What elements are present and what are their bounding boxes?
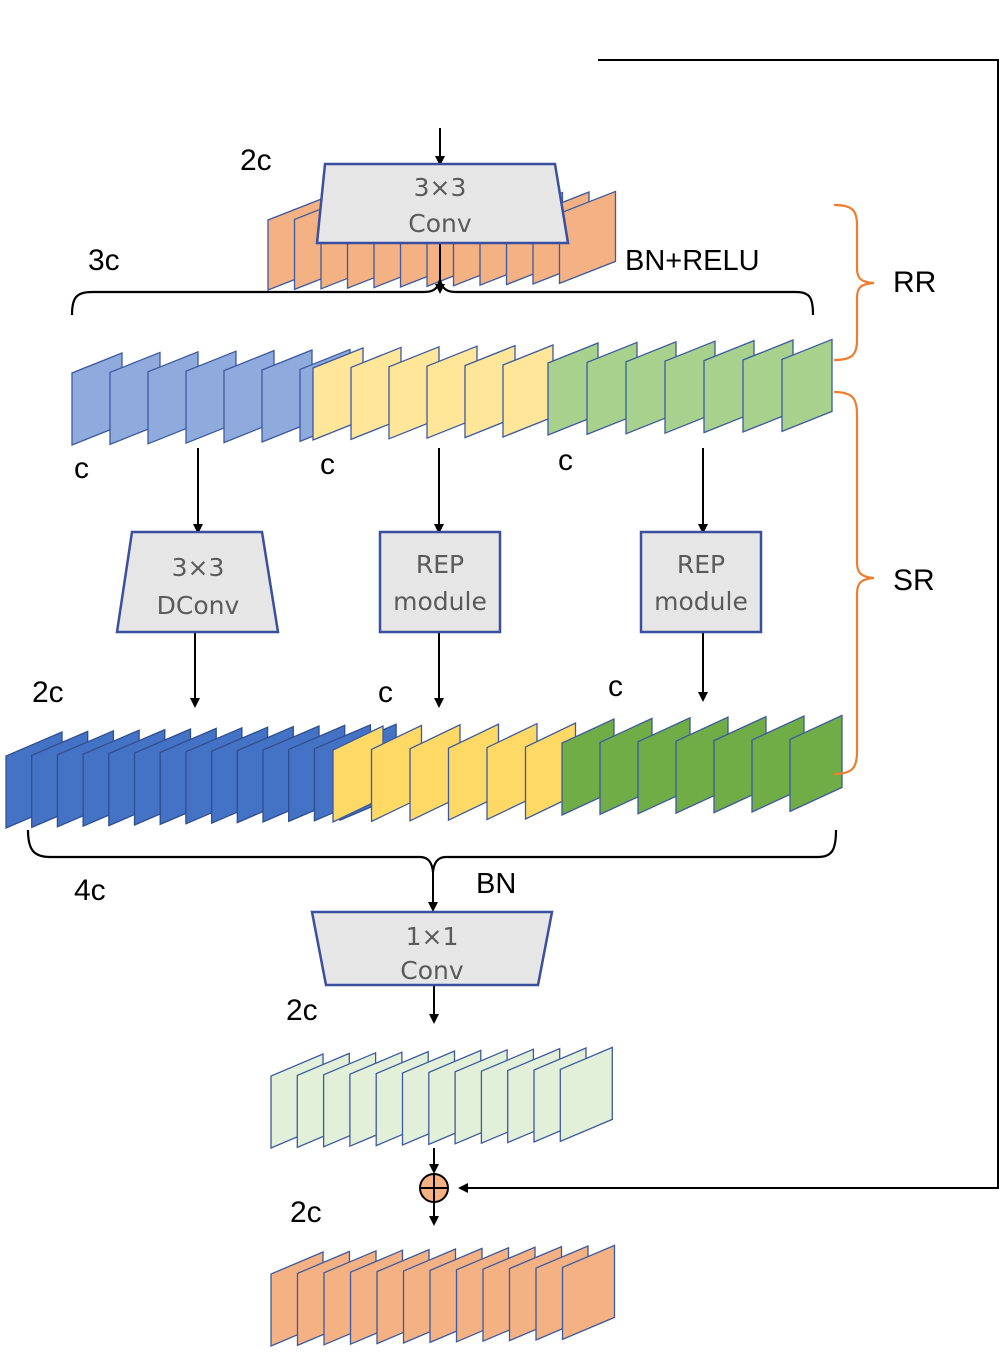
input-channels-label: 2c [240, 144, 272, 177]
conv3x3-block: 3×3 Conv [315, 162, 570, 245]
feature-map-sheet [486, 722, 538, 821]
bn-label: BN [476, 868, 516, 900]
rep-module-1: REP module [378, 530, 502, 634]
feature-map-sheet [561, 1244, 616, 1341]
split-yellow-maps [312, 344, 554, 441]
conv1x1-trapezoid [310, 910, 554, 987]
feature-map-sheet [559, 1046, 613, 1143]
conv3x3-name: Conv [408, 209, 472, 238]
rep-module-1-line2: module [393, 587, 487, 616]
feature-map-sheet [625, 340, 677, 435]
split-channels-label: 3c [88, 244, 120, 277]
rr-label: RR [893, 266, 936, 299]
output-channels-label: 2c [290, 1196, 322, 1229]
bn-relu-label: BN+RELU [625, 245, 760, 277]
conv3x3-trapezoid [315, 162, 570, 245]
feature-map-sheet [332, 724, 384, 824]
circled-plus-icon [419, 1173, 449, 1203]
feature-map-sheet [370, 724, 423, 823]
conv1x1-block: 1×1 Conv [310, 910, 554, 987]
split-left-label: c [74, 452, 89, 485]
sr-label: SR [893, 564, 935, 597]
sr-brace [833, 390, 875, 776]
feature-map-sheet [547, 342, 599, 436]
feature-map-sheet [447, 723, 500, 822]
feature-map-sheet [502, 344, 554, 438]
feature-map-sheet [781, 338, 833, 433]
residual-skip-connection [458, 59, 999, 1193]
dconv-out-label: 2c [32, 676, 64, 709]
dconv-trapezoid [115, 530, 280, 634]
feature-map-stacks [5, 190, 843, 1347]
connectors [190, 59, 999, 1226]
rep-module-2-line2: module [654, 587, 748, 616]
feature-map-sheet [742, 339, 794, 433]
split-brace [70, 279, 815, 316]
conv1x1-name: Conv [400, 956, 464, 985]
rep-module-1-box [378, 530, 502, 634]
feature-map-sheet [586, 341, 638, 436]
dconv-block: 3×3 DConv [115, 530, 280, 634]
split-blue-maps [71, 348, 351, 446]
rep1-out-label: c [378, 676, 393, 709]
feature-map-sheet [703, 339, 755, 434]
rep-module-2: REP module [639, 530, 763, 634]
split-mid-label: c [320, 448, 335, 481]
rep-module-2-line1: REP [677, 550, 725, 579]
split-right-label: c [558, 444, 573, 477]
conv1x1-out-maps [270, 1046, 613, 1149]
rep1-out-maps [332, 721, 577, 824]
conv1x1-kernel: 1×1 [406, 922, 459, 951]
conv3x3-kernel: 3×3 [414, 173, 467, 202]
split-green-maps [547, 338, 833, 436]
feature-map-sheet [789, 714, 843, 813]
concat-brace [26, 829, 838, 873]
rep-module-1-line1: REP [416, 550, 464, 579]
dconv-kernel: 3×3 [172, 553, 225, 582]
rep-module-2-box [639, 530, 763, 634]
concat-channels-label: 4c [74, 874, 106, 907]
output-feature-maps [270, 1244, 616, 1347]
rep2-out-maps [561, 714, 843, 817]
rr-brace [833, 203, 875, 362]
rep2-out-label: c [608, 670, 623, 703]
feature-map-sheet [664, 340, 716, 435]
conv1x1-out-label: 2c [286, 994, 318, 1027]
feature-map-sheet [409, 723, 461, 822]
dconv-name: DConv [157, 591, 240, 620]
